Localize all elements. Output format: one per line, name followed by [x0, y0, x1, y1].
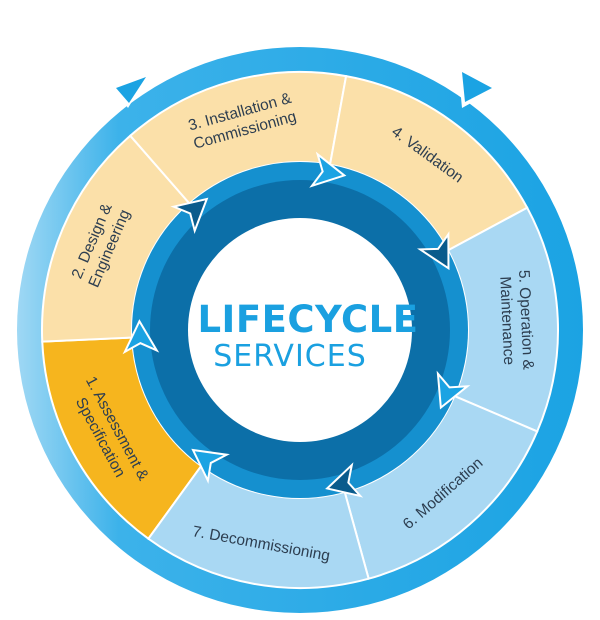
outer-arrow-left-fill — [116, 77, 146, 103]
center-disc — [188, 218, 412, 442]
segment-5-label-line: Maintenance — [496, 276, 517, 365]
inner-arrow-group — [122, 151, 471, 498]
outer-arrow-right-fill — [462, 72, 492, 102]
inner-arrow-3 — [309, 151, 347, 188]
center-title-line2: SERVICES — [213, 339, 367, 374]
segment-5-label: 5. Operation &Maintenance — [496, 270, 536, 372]
inner-arrow-5 — [436, 370, 471, 410]
inner-arrow-6 — [325, 462, 364, 498]
inner-arrow-4 — [417, 231, 450, 271]
inner-arrow-1 — [122, 319, 160, 355]
inner-arrow-2 — [170, 197, 209, 235]
inner-arrow-7 — [191, 448, 230, 484]
segment-5-label-line: 5. Operation & — [515, 270, 536, 371]
center-title-line1: LIFECYCLE — [197, 298, 418, 341]
